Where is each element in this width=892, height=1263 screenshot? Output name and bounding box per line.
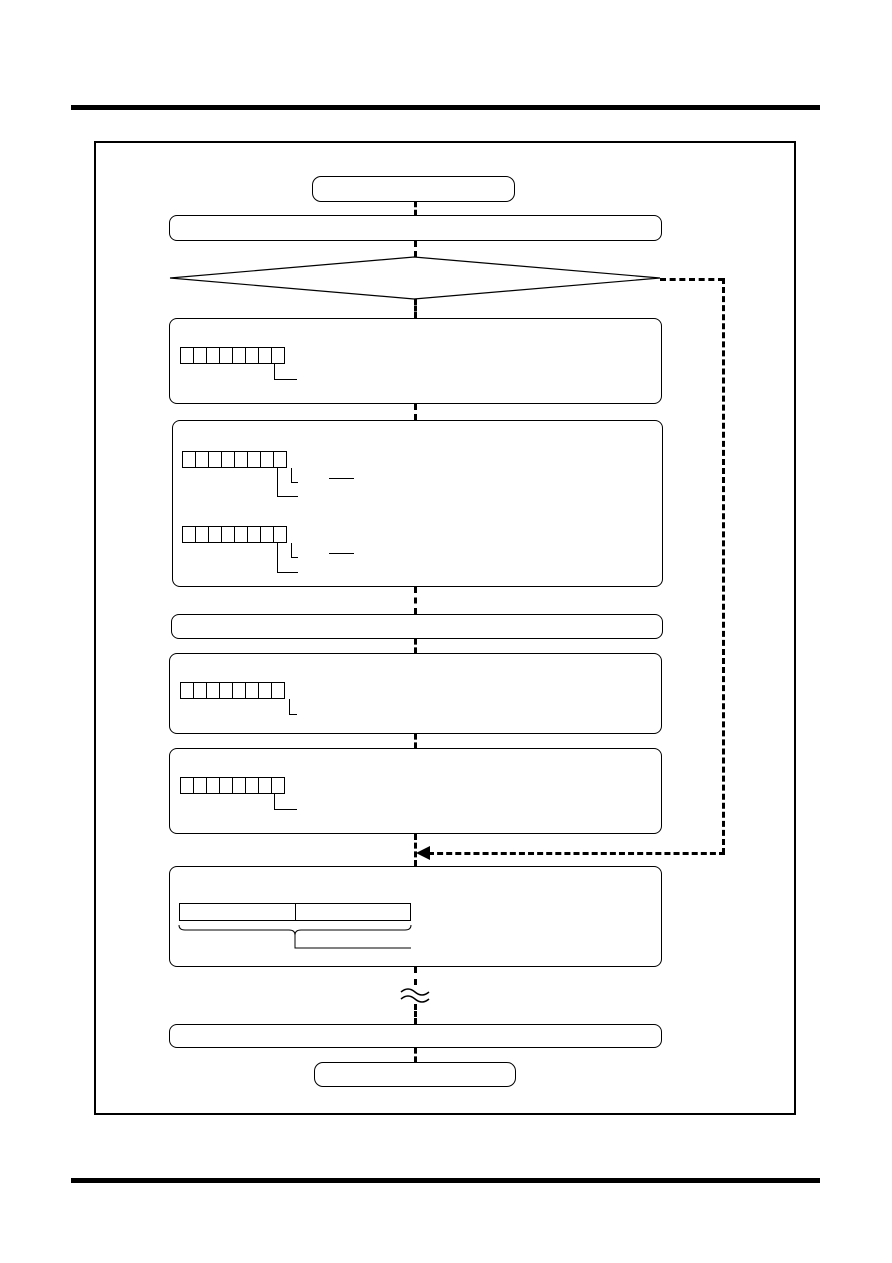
- block-b-overline-2: [329, 553, 354, 554]
- block-b-register-2: [182, 526, 287, 543]
- step-last-box: [169, 1024, 662, 1048]
- block-b: [172, 420, 663, 587]
- bypass-vertical-line: [722, 278, 725, 854]
- connector-decision-blocka: [414, 299, 417, 318]
- connector-blocka-blockb: [414, 404, 417, 420]
- connector-break-steplast: [414, 1004, 417, 1024]
- connector-blockd-blocke: [414, 834, 417, 866]
- connector-blockb-step2: [414, 587, 417, 614]
- block-a-register: [180, 347, 285, 364]
- bottom-rule: [71, 1178, 820, 1183]
- connector-steplast-end: [414, 1048, 417, 1062]
- end-terminal: [314, 1062, 516, 1087]
- bypass-bottom-line: [428, 852, 725, 855]
- block-b-overline-1: [329, 478, 354, 479]
- flowchart-frame: [94, 141, 796, 1115]
- block-b-bit-pointer-2a: [291, 543, 298, 558]
- block-a-bit-pointer: [274, 364, 297, 380]
- connector-blocke-break: [414, 967, 417, 985]
- bypass-top-line: [660, 278, 724, 281]
- step2-box: [171, 614, 663, 639]
- connector-start-step1: [414, 202, 417, 215]
- block-c-bit-pointer: [289, 699, 297, 715]
- connector-step2-blockc: [414, 639, 417, 653]
- connector-step1-decision: [414, 241, 417, 257]
- block-d: [169, 748, 662, 834]
- top-rule: [71, 105, 820, 110]
- block-b-bit-pointer-1a: [291, 468, 298, 483]
- step1-box: [169, 215, 662, 241]
- block-b-register-1: [182, 451, 287, 468]
- block-d-register: [180, 777, 285, 794]
- connector-blockc-blockd: [414, 734, 417, 748]
- start-terminal: [312, 176, 515, 202]
- block-d-bit-pointer: [274, 794, 297, 810]
- block-c-register: [180, 682, 285, 699]
- block-e-register-16bit: [179, 903, 411, 921]
- block-b-bit-pointer-1b: [277, 468, 298, 497]
- block-b-bit-pointer-2b: [277, 543, 298, 573]
